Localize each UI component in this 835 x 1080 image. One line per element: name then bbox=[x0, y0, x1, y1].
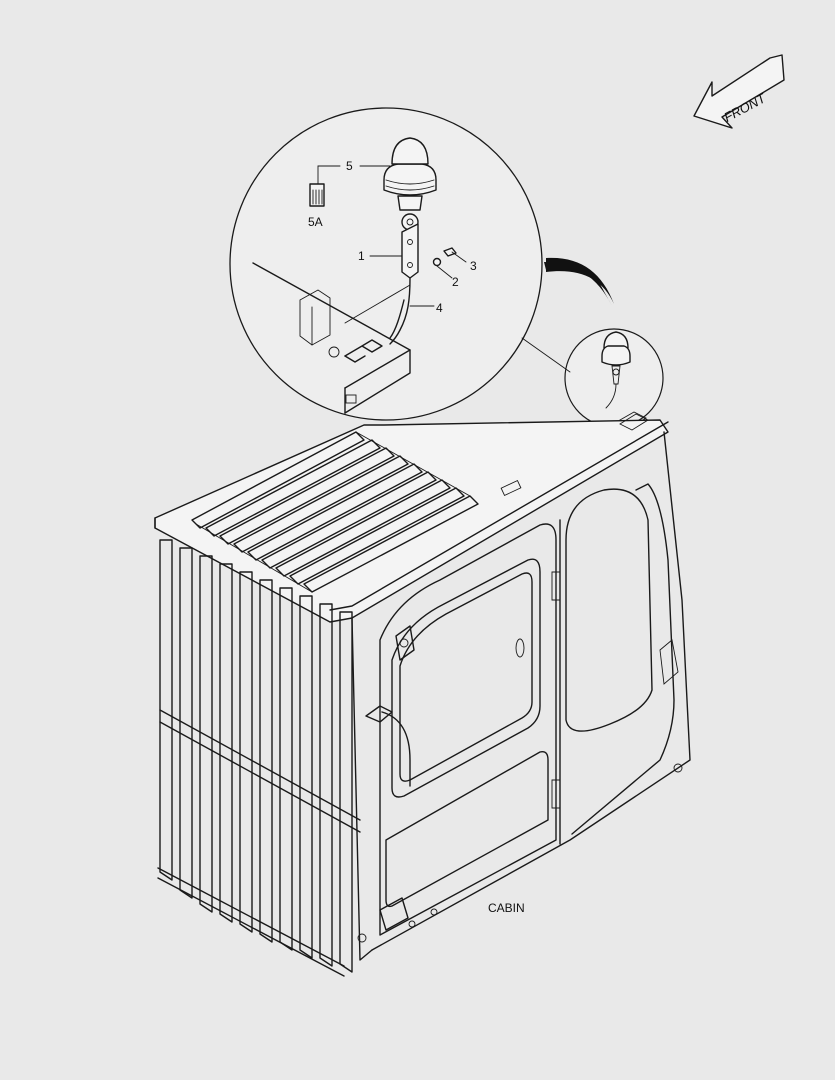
front-arrow: FRONT bbox=[693, 54, 785, 129]
roof-guard bbox=[191, 431, 479, 593]
detail-circle-small bbox=[564, 328, 664, 428]
callout-1: 1 bbox=[358, 249, 365, 263]
cabin-body bbox=[351, 431, 691, 961]
detail-leader bbox=[521, 337, 571, 373]
callout-3: 3 bbox=[470, 259, 477, 273]
front-guard bbox=[157, 539, 361, 977]
cabin-roof bbox=[154, 413, 669, 623]
callout-5: 5 bbox=[346, 159, 353, 173]
callout-2: 2 bbox=[452, 275, 459, 289]
detail-circle-large: 5 1 2 3 4 5A bbox=[229, 107, 543, 421]
callout-4: 4 bbox=[436, 301, 443, 315]
callout-5a: 5A bbox=[308, 215, 323, 229]
assembly-label: CABIN bbox=[488, 901, 525, 915]
detail-arrow bbox=[544, 257, 614, 306]
